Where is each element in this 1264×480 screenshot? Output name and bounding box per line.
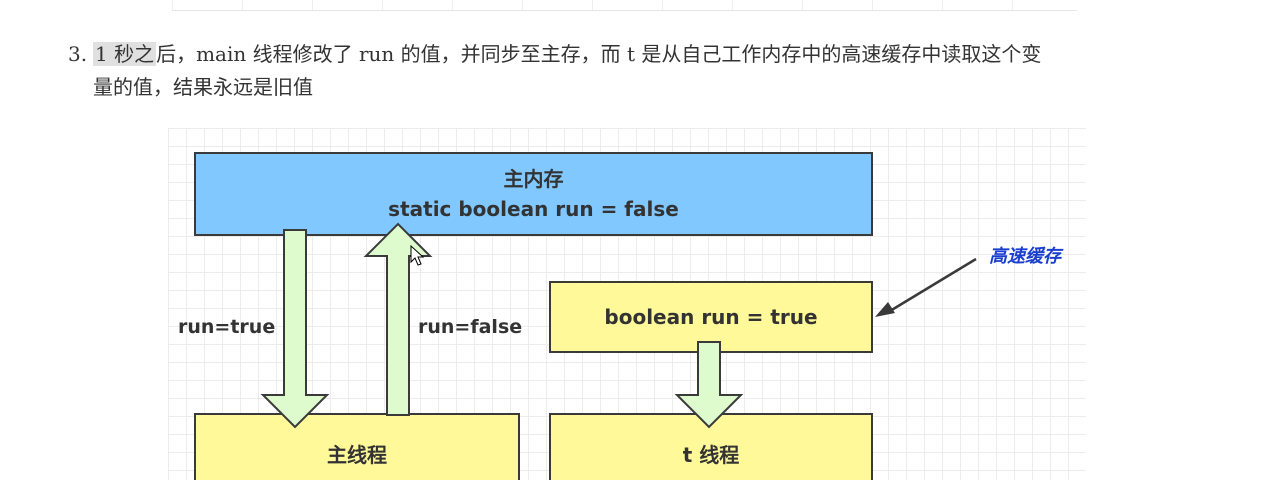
main-memory-title: 主内存	[503, 167, 564, 191]
list-number: 3.	[68, 42, 88, 66]
t-thread-box: t 线程	[549, 413, 873, 480]
cache-box-text: boolean run = true	[604, 305, 818, 329]
run-true-label: run=true	[178, 316, 276, 338]
diagram-arrows	[260, 222, 977, 429]
memory-model-diagram: 主内存 static boolean run = false boolean r…	[168, 128, 1086, 480]
run-false-up-arrow	[363, 222, 433, 416]
cache-box: boolean run = true	[549, 281, 873, 353]
cache-callout-label: 高速缓存	[989, 246, 1061, 267]
main-memory-box: 主内存 static boolean run = false	[194, 152, 873, 236]
highlighted-text: 1 秒之	[93, 42, 157, 66]
main-memory-code: static boolean run = false	[388, 197, 679, 221]
run-false-label: run=false	[418, 316, 523, 338]
cache-callout-arrowhead	[875, 302, 895, 317]
mouse-cursor-icon	[410, 244, 425, 266]
main-thread-box: 主线程	[194, 413, 520, 480]
t-thread-label: t 线程	[682, 442, 740, 467]
main-thread-label: 主线程	[327, 442, 387, 467]
run-true-down-arrow	[260, 229, 330, 429]
explanation-paragraph: 3.1 秒之后，main 线程修改了 run 的值，并同步至主存，而 t 是从自…	[68, 38, 1218, 104]
cache-callout-line	[889, 257, 977, 313]
paragraph-line-2: 量的值，结果永远是旧值	[93, 75, 313, 99]
cache-to-thread-arrow	[674, 341, 744, 429]
previous-diagram-edge	[172, 0, 1077, 11]
paragraph-line-1: 后，main 线程修改了 run 的值，并同步至主存，而 t 是从自己工作内存中…	[156, 42, 1042, 66]
